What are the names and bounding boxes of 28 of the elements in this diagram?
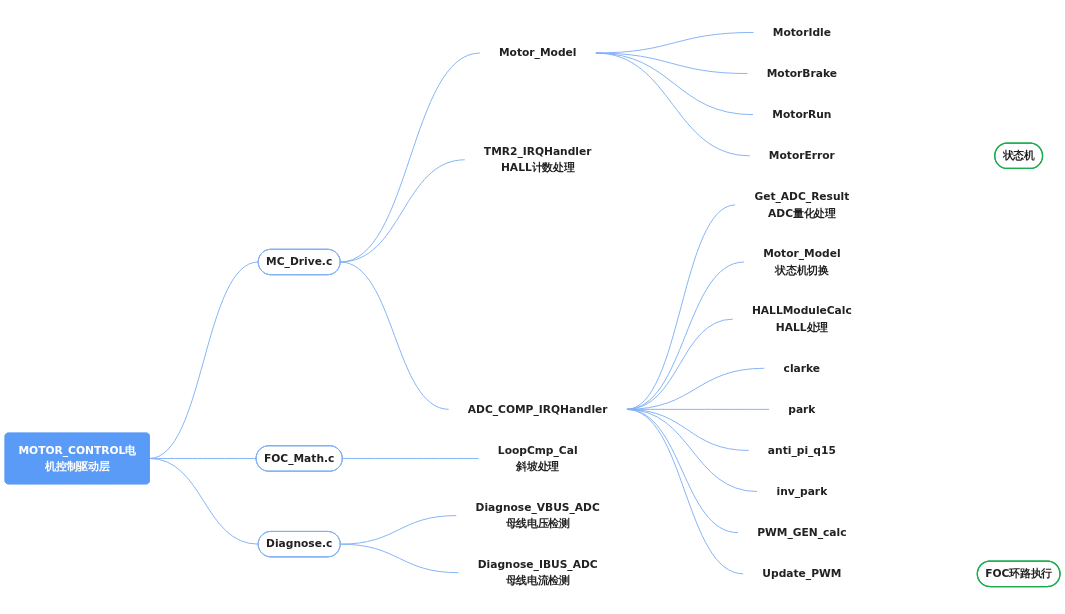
node-text: Motor_Model [498, 46, 577, 60]
connector [341, 458, 480, 460]
node-text: park [788, 403, 816, 416]
connector [339, 52, 481, 263]
connector [339, 544, 460, 574]
node-text: Get_ADC_Result ADC量化处理 [754, 190, 850, 220]
node-text: MotorError [768, 149, 835, 162]
node-text: ADC_COMP_IRQHandler [467, 403, 608, 416]
node-text: anti_pi_q15 [767, 444, 836, 457]
node-text: inv_park [776, 485, 828, 498]
node-text: TMR2_IRQHandler HALL计数处理 [483, 145, 592, 175]
node-text: PWM_GEN_calc [757, 526, 847, 539]
node-text: MotorBrake [766, 67, 837, 80]
connector [148, 458, 259, 546]
connector [339, 159, 466, 263]
node-text: MotorIdle [772, 26, 831, 39]
node-text: MotorRun [772, 108, 832, 121]
node-text: Diagnose_IBUS_ADC 母线电流检测 [477, 558, 598, 587]
connector [339, 261, 450, 411]
connector [625, 204, 737, 411]
node-text: HALLModuleCalc HALL处理 [751, 304, 852, 334]
connector [339, 515, 458, 546]
node-text: Update_PWM [762, 567, 842, 581]
connector [594, 52, 751, 157]
node-text: LoopCmp_Cal 斜坡处理 [497, 444, 578, 473]
node-text: Diagnose_VBUS_ADC 母线电压检测 [475, 501, 600, 530]
node-text: Motor_Model 状态机切换 [763, 247, 841, 277]
node-text: clarke [783, 361, 821, 375]
